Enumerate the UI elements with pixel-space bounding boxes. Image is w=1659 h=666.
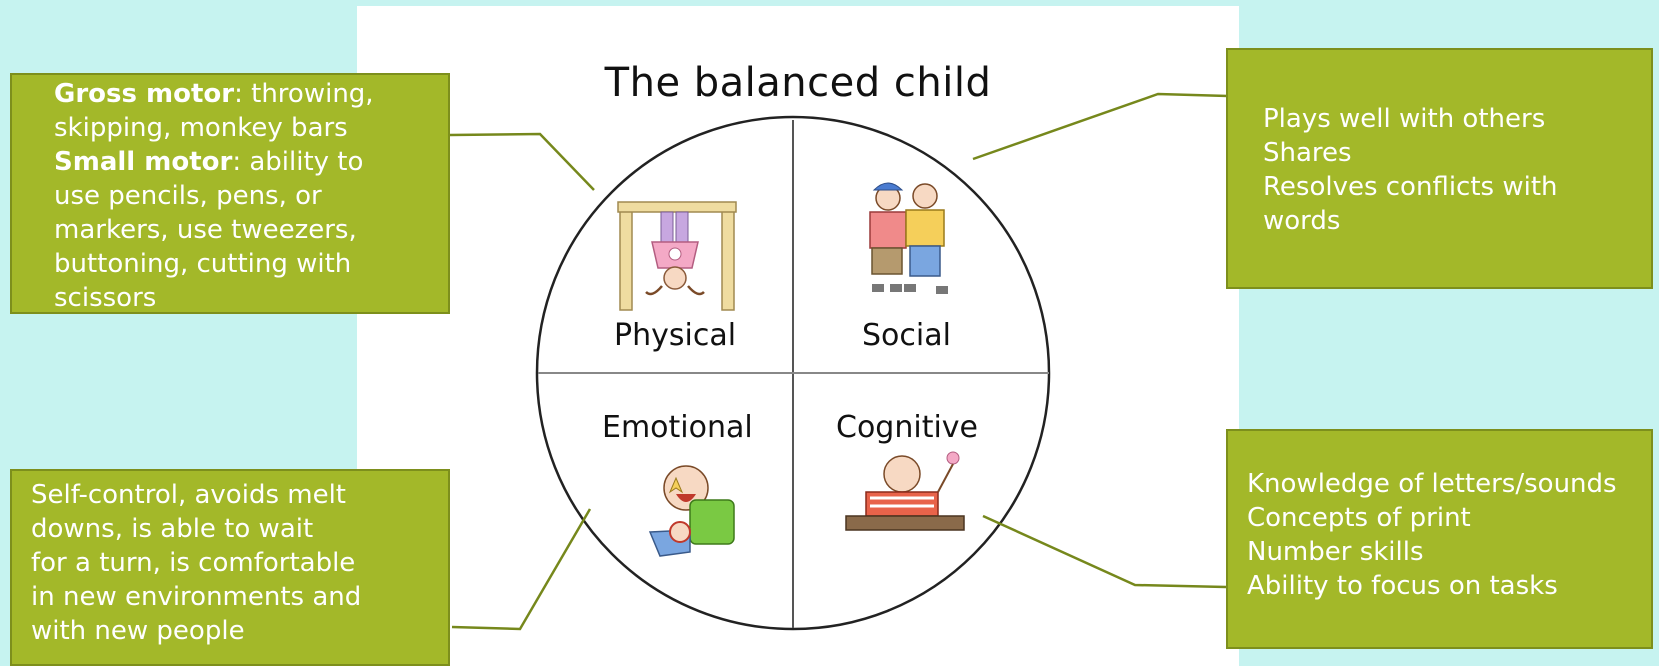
connector-emotional: [451, 508, 592, 631]
small-motor-text: : ability to: [232, 147, 364, 177]
connector-social: [972, 92, 1229, 161]
quadrant-label-emotional: Emotional: [602, 410, 753, 445]
diagram-title: The balanced child: [604, 60, 992, 106]
connector-cognitive: [982, 514, 1227, 589]
emotional-line: with new people: [31, 616, 245, 646]
physical-line: markers, use tweezers,: [54, 215, 357, 245]
cognitive-line: Ability to focus on tasks: [1247, 571, 1558, 601]
social-illustration: [869, 182, 948, 294]
gross-motor-line: Gross motor: throwing,: [54, 77, 448, 111]
emotional-line: downs, is able to wait: [31, 514, 314, 544]
physical-line: buttoning, cutting with: [54, 249, 352, 279]
emotional-description-box: Self-control, avoids melt downs, is able…: [10, 469, 450, 666]
quadrant-label-social: Social: [862, 318, 951, 353]
emotional-line: for a turn, is comfortable: [31, 548, 356, 578]
social-line: Plays well with others: [1263, 104, 1546, 134]
cognitive-line: Knowledge of letters/sounds: [1247, 469, 1617, 499]
gross-motor-label: Gross motor: [54, 79, 235, 109]
connector-physical: [449, 132, 595, 191]
social-line: words: [1263, 206, 1341, 236]
physical-description-box: Gross motor: throwing, skipping, monkey …: [10, 73, 450, 314]
physical-line: scissors: [54, 283, 157, 313]
small-motor-line: Small motor: ability to: [54, 145, 448, 179]
physical-illustration: [617, 201, 737, 311]
social-line: Shares: [1263, 138, 1352, 168]
emotional-line: Self-control, avoids melt: [31, 480, 346, 510]
cognitive-illustration: [845, 451, 965, 531]
cognitive-line: Concepts of print: [1247, 503, 1471, 533]
gross-motor-text: : throwing,: [234, 79, 374, 109]
quadrant-label-physical: Physical: [614, 318, 737, 353]
quadrant-label-cognitive: Cognitive: [836, 410, 979, 445]
emotional-illustration: [648, 465, 735, 557]
cognitive-description-box: Knowledge of letters/sounds Concepts of …: [1226, 429, 1653, 649]
small-motor-label: Small motor: [54, 147, 233, 177]
social-line: Resolves conflicts with: [1263, 172, 1558, 202]
cognitive-line: Number skills: [1247, 537, 1424, 567]
physical-line: use pencils, pens, or: [54, 181, 322, 211]
social-description-box: Plays well with others Shares Resolves c…: [1226, 48, 1653, 289]
physical-line: skipping, monkey bars: [54, 113, 348, 143]
emotional-line: in new environments and: [31, 582, 362, 612]
